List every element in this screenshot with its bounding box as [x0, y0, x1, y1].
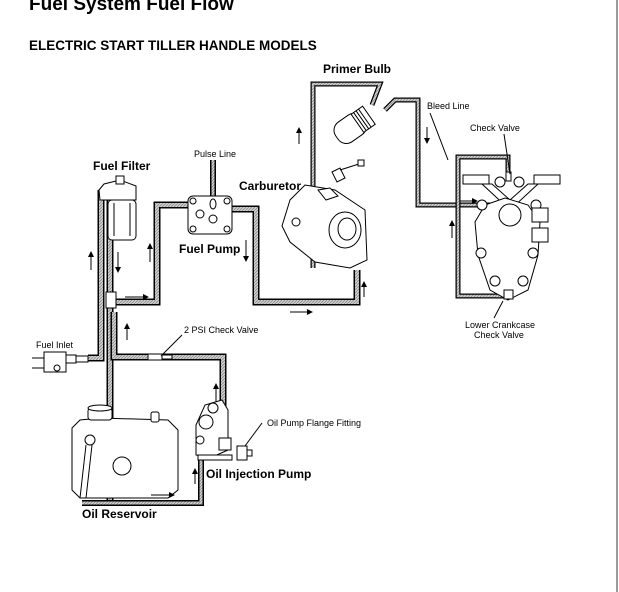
oil-injection-pump[interactable] — [195, 399, 233, 461]
hose-fuel-inlet-to-filter — [88, 190, 105, 362]
flow-arrows — [88, 127, 478, 498]
label-pulse-line: Pulse Line — [194, 149, 236, 159]
carburetor[interactable] — [281, 159, 368, 269]
hose-primer-to-crankcase — [383, 97, 490, 208]
hoses — [82, 81, 511, 506]
hose-fuel-pump-to-carburetor — [232, 205, 361, 306]
primer-bulb[interactable] — [330, 105, 376, 147]
fuel-filter[interactable] — [98, 175, 137, 241]
two-psi-check-valve[interactable] — [147, 353, 173, 361]
label-fuel-filter: Fuel Filter — [93, 159, 151, 173]
page-title: Fuel System Fuel Flow — [29, 0, 234, 15]
label-check-valve: Check Valve — [470, 123, 520, 133]
fuel-inlet-connector[interactable] — [32, 351, 89, 373]
label-oil-pump-flange-fitting: Oil Pump Flange Fitting — [267, 418, 361, 428]
leader-lines — [160, 112, 511, 447]
label-oil-injection-pump: Oil Injection Pump — [206, 467, 311, 481]
label-fuel-inlet: Fuel Inlet — [36, 340, 74, 350]
hose-tee-to-fuel-pump — [115, 201, 188, 306]
tee-fitting — [105, 291, 117, 309]
label-bleed-line: Bleed Line — [427, 101, 470, 111]
hose-carburetor-to-primer — [310, 81, 384, 268]
label-lower-crankcase: Lower Crankcase — [465, 320, 535, 330]
label-fuel-pump: Fuel Pump — [179, 242, 240, 256]
page-subtitle: ELECTRIC START TILLER HANDLE MODELS — [29, 38, 317, 53]
label-oil-reservoir: Oil Reservoir — [82, 507, 157, 521]
label-primer-bulb: Primer Bulb — [323, 62, 391, 76]
oil-pump-flange-fitting[interactable] — [236, 445, 253, 461]
label-2-psi-check-valve: 2 PSI Check Valve — [184, 325, 258, 335]
oil-reservoir[interactable] — [71, 404, 179, 499]
page-edge-divider — [616, 0, 618, 592]
label-lower-crankcase-check-valve: Check Valve — [474, 330, 524, 340]
label-carburetor: Carburetor — [239, 179, 301, 193]
crankcase[interactable] — [462, 171, 561, 301]
fuel-pump[interactable] — [187, 195, 233, 235]
hose-reservoir-to-oil-pump — [82, 455, 204, 506]
